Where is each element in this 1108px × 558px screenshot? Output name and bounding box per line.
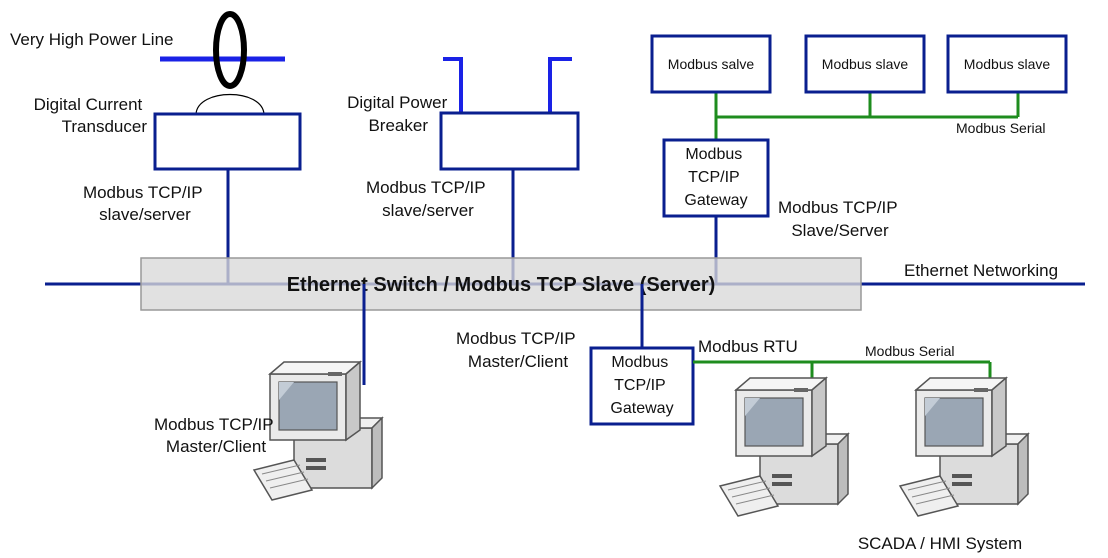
transducer-box	[153, 112, 302, 171]
gateway-bottom-role-line: Master/Client	[468, 352, 568, 371]
breaker-label: Digital Power Breaker	[347, 93, 452, 135]
ethernet-networking-label: Ethernet Networking	[904, 261, 1058, 280]
gateway-bottom-role: Modbus TCP/IP Master/Client	[456, 329, 580, 371]
serial-slave-label: Modbus salve	[668, 56, 755, 72]
gateway-bottom-label-line: Gateway	[610, 400, 673, 417]
gateway-bottom-label-line: TCP/IP	[614, 377, 665, 394]
gateway-top-label-line: TCP/IP	[688, 169, 739, 186]
gateway-top-box	[662, 138, 770, 218]
breaker-role-line: Modbus TCP/IP	[366, 178, 485, 197]
master-pc-role-line: Modbus TCP/IP	[154, 415, 273, 434]
serial-slave-device: Modbus slave	[946, 34, 1068, 94]
breaker-label-line: Digital Power	[347, 93, 447, 112]
scada-computer-icon	[719, 377, 849, 517]
gateway-bottom-role-line: Modbus TCP/IP	[456, 329, 575, 348]
breaker-label-line: Breaker	[368, 116, 428, 135]
transducer-role-line: slave/server	[99, 205, 191, 224]
gateway-bottom-label: Modbus TCP/IP Gateway	[610, 354, 673, 417]
gateway-bottom-label-line: Modbus	[611, 354, 668, 371]
serial-bus-label-bottom: Modbus Serial	[865, 343, 955, 359]
breaker-terminals	[443, 57, 572, 113]
serial-slave-bus	[714, 92, 1020, 140]
hmi-computer-icon	[899, 377, 1029, 517]
serial-slave-device: Modbus salve	[650, 34, 772, 94]
breaker-role: Modbus TCP/IP slave/server	[366, 178, 490, 220]
serial-bus-label-top: Modbus Serial	[956, 120, 1046, 136]
gateway-top-role: Modbus TCP/IP Slave/Server	[778, 198, 902, 240]
gateway-top-label-line: Gateway	[684, 192, 747, 209]
gateway-top-label: Modbus TCP/IP Gateway	[684, 146, 747, 209]
serial-slave-device: Modbus slave	[804, 34, 926, 94]
gateway-top-role-line: Slave/Server	[791, 221, 889, 240]
rtu-label: Modbus RTU	[698, 337, 798, 356]
transducer-label: Digital Current Transducer	[34, 95, 148, 136]
scada-label: SCADA / HMI System	[858, 534, 1022, 553]
power-line-label: Very High Power Line	[10, 30, 173, 49]
current-sensor-ring-icon	[213, 11, 247, 89]
serial-slave-label: Modbus slave	[964, 56, 1051, 72]
transducer-role: Modbus TCP/IP slave/server	[83, 183, 207, 224]
serial-slave-label: Modbus slave	[822, 56, 909, 72]
master-pc-role-line: Master/Client	[166, 437, 266, 456]
power-line-group: Very High Power Line	[10, 11, 285, 115]
gateway-top-label-line: Modbus	[685, 146, 742, 163]
master-pc-role: Modbus TCP/IP Master/Client	[154, 415, 278, 456]
transducer-label-line: Transducer	[62, 117, 148, 136]
ethernet-switch-label: Ethernet Switch / Modbus TCP Slave (Serv…	[287, 274, 716, 296]
breaker-box	[439, 111, 580, 171]
breaker-role-line: slave/server	[382, 201, 474, 220]
gateway-top-role-line: Modbus TCP/IP	[778, 198, 897, 217]
transducer-role-line: Modbus TCP/IP	[83, 183, 202, 202]
ethernet-switch	[140, 257, 862, 311]
transducer-label-line: Digital Current	[34, 95, 143, 114]
gateway-bottom-box	[589, 346, 695, 426]
sensor-lead-wires	[195, 94, 265, 115]
